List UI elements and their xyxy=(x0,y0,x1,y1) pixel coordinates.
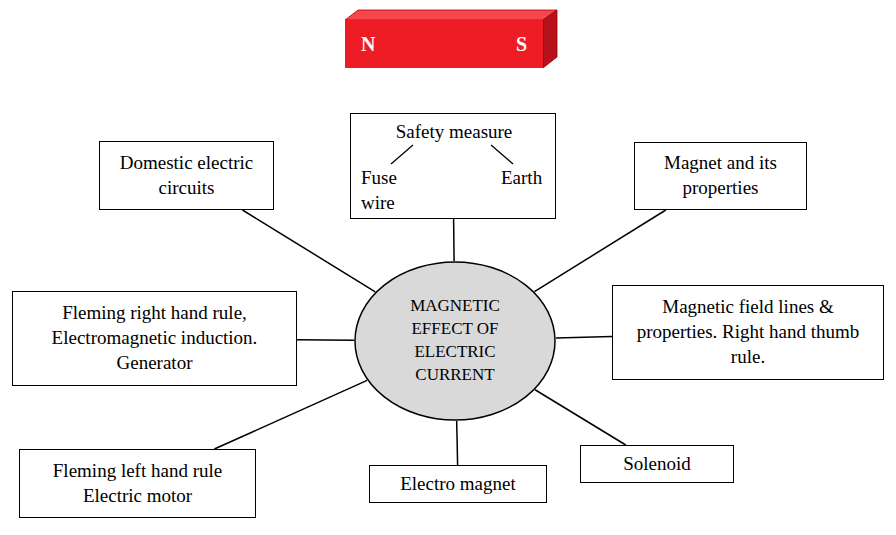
bar-magnet: NS xyxy=(345,20,543,68)
topic-text: Earth xyxy=(501,166,553,191)
leader-line xyxy=(391,145,413,164)
topic-text: Electro magnet xyxy=(400,472,516,497)
topic-box: Magnetic field lines & properties. Right… xyxy=(612,285,884,380)
magnet-side-face xyxy=(543,10,557,68)
connector-line xyxy=(214,380,367,449)
topic-text: Solenoid xyxy=(623,452,691,477)
connector-line xyxy=(534,210,665,292)
topic-box: Magnet and its properties xyxy=(634,142,807,210)
magnet-top-face xyxy=(345,10,557,20)
topic-box: Fleming left hand rule Electric motor xyxy=(19,449,256,518)
central-title: MAGNETIC EFFECT OF ELECTRIC CURRENT xyxy=(390,295,520,387)
connector-line xyxy=(456,421,458,465)
topic-text: Fleming left hand rule Electric motor xyxy=(30,459,245,508)
topic-text: Magnetic field lines & properties. Right… xyxy=(623,295,873,369)
topic-box: Domestic electric circuits xyxy=(99,141,274,210)
topic-box: Solenoid xyxy=(580,445,734,483)
topic-text: Domestic electric circuits xyxy=(110,151,263,200)
connector-line xyxy=(535,390,626,445)
topic-text: Fuse wire xyxy=(361,166,411,215)
topic-box: Electro magnet xyxy=(369,465,547,503)
connector-line xyxy=(556,336,612,338)
connector-line xyxy=(242,210,375,292)
topic-text: Magnet and its properties xyxy=(645,151,796,200)
connector-line xyxy=(297,339,354,341)
pole-label: S xyxy=(516,31,527,57)
topic-box: Safety measureFuse wire Earth xyxy=(350,113,556,219)
leader-line xyxy=(491,145,513,164)
topic-box: Fleming right hand rule, Electromagnetic… xyxy=(12,291,297,386)
topic-text: Fleming right hand rule, Electromagnetic… xyxy=(23,301,286,375)
pole-label: N xyxy=(361,31,375,57)
ellipse-shape xyxy=(355,262,555,420)
topic-text: Safety measure xyxy=(351,120,557,145)
ellipse-outline xyxy=(354,261,556,421)
connector-line xyxy=(453,219,455,261)
central-ellipse: MAGNETIC EFFECT OF ELECTRIC CURRENT xyxy=(354,261,556,421)
